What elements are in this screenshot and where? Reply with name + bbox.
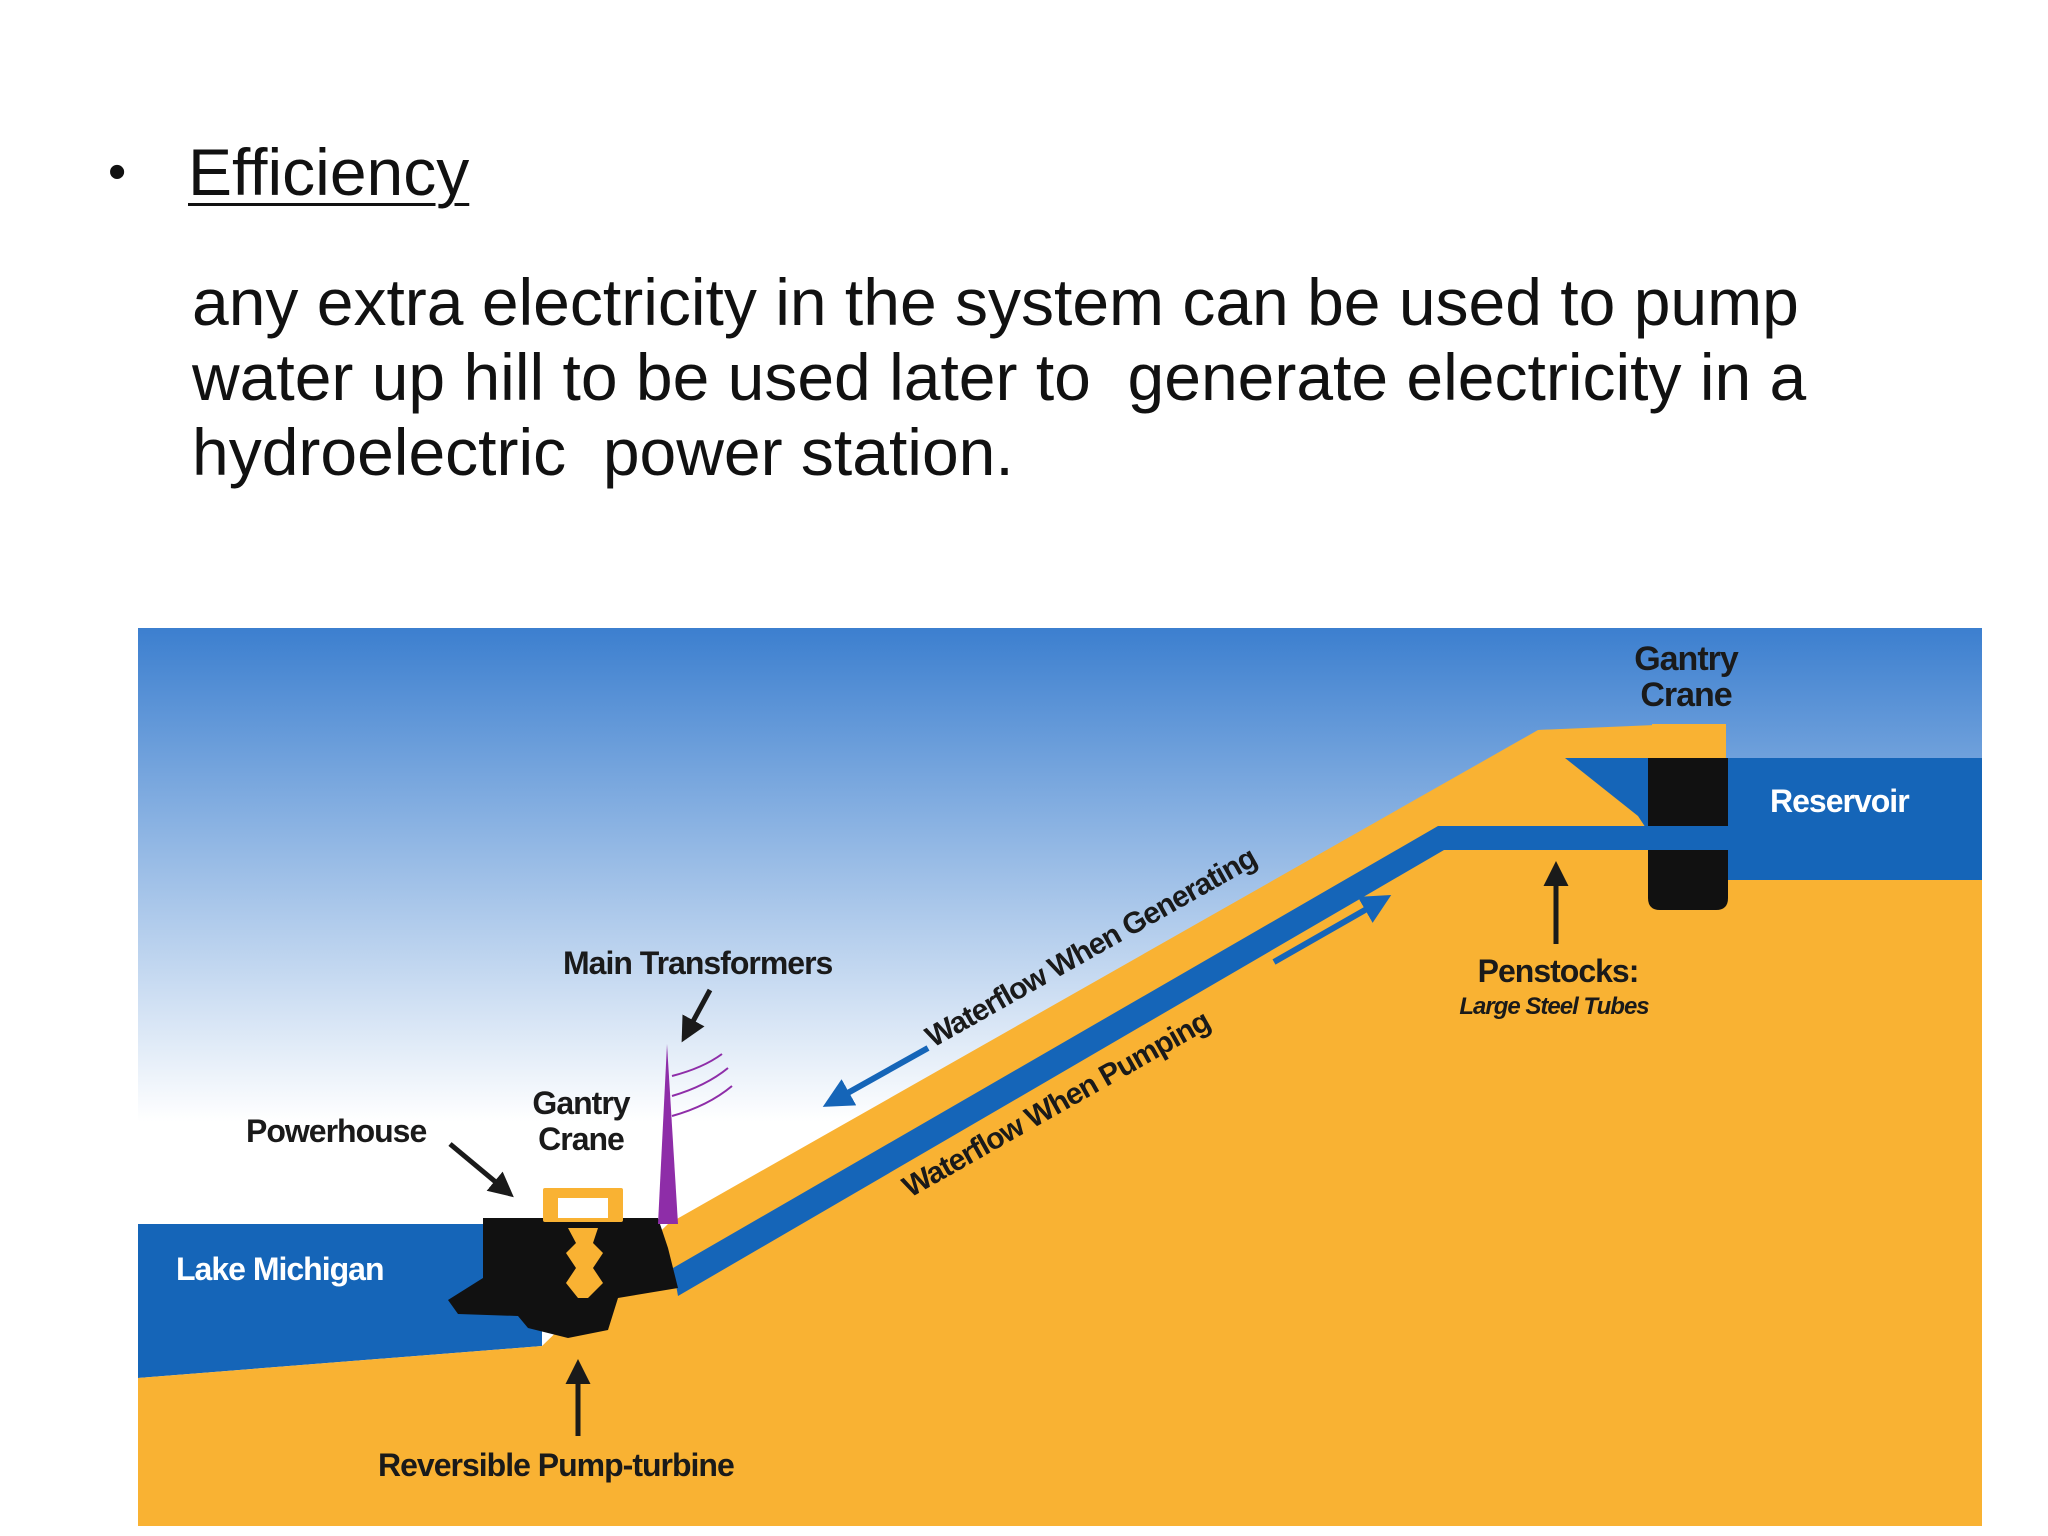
powerhouse-pointer bbox=[448, 1142, 514, 1198]
body-line-1: any extra electricity in the system can … bbox=[192, 265, 1799, 339]
label-lake: Lake Michigan bbox=[176, 1251, 384, 1287]
label-penstocks-sub: Large Steel Tubes bbox=[1459, 993, 1649, 1020]
upper-dam-crest bbox=[1538, 724, 1680, 746]
label-main-transformers: Main Transformers bbox=[563, 945, 833, 981]
label-reservoir: Reservoir bbox=[1770, 783, 1909, 819]
pumped-storage-diagram: Gantry Crane Reservoir Penstocks: Large … bbox=[138, 628, 1982, 1526]
label-gantry-crane-top-2: Crane bbox=[1640, 676, 1731, 714]
body-line-3: hydroelectric power station. bbox=[192, 415, 1014, 489]
lake-water bbox=[138, 1224, 542, 1378]
label-gantry-crane-bottom-1: Gantry bbox=[532, 1085, 630, 1121]
body-line-2: water up hill to be used later to genera… bbox=[192, 340, 1807, 414]
upper-gantry-crane bbox=[1652, 724, 1726, 758]
diagram-svg: Gantry Crane Reservoir Penstocks: Large … bbox=[138, 628, 1982, 1526]
label-penstocks: Penstocks: bbox=[1478, 953, 1639, 989]
slide-heading: Efficiency bbox=[188, 135, 470, 209]
transformer-tower bbox=[658, 1044, 678, 1224]
pumping-flow-arrow bbox=[1272, 895, 1392, 965]
generating-flow-arrow bbox=[822, 1045, 930, 1107]
label-pump-turbine: Reversible Pump-turbine bbox=[378, 1447, 734, 1483]
upper-intake-band bbox=[1648, 826, 1728, 850]
powerhouse-structure bbox=[448, 1218, 678, 1338]
turbine-core bbox=[566, 1228, 603, 1298]
lower-gantry-crane-slot bbox=[558, 1198, 608, 1218]
label-gantry-crane-top-1: Gantry bbox=[1634, 640, 1739, 678]
transformers-pointer bbox=[681, 988, 713, 1043]
transformer-waves bbox=[671, 1053, 733, 1117]
label-gantry-crane-bottom-2: Crane bbox=[538, 1121, 624, 1157]
slide-body-text: any extra electricity in the system can … bbox=[192, 265, 1992, 490]
label-powerhouse: Powerhouse bbox=[246, 1113, 426, 1149]
bullet-symbol: • bbox=[108, 143, 127, 201]
